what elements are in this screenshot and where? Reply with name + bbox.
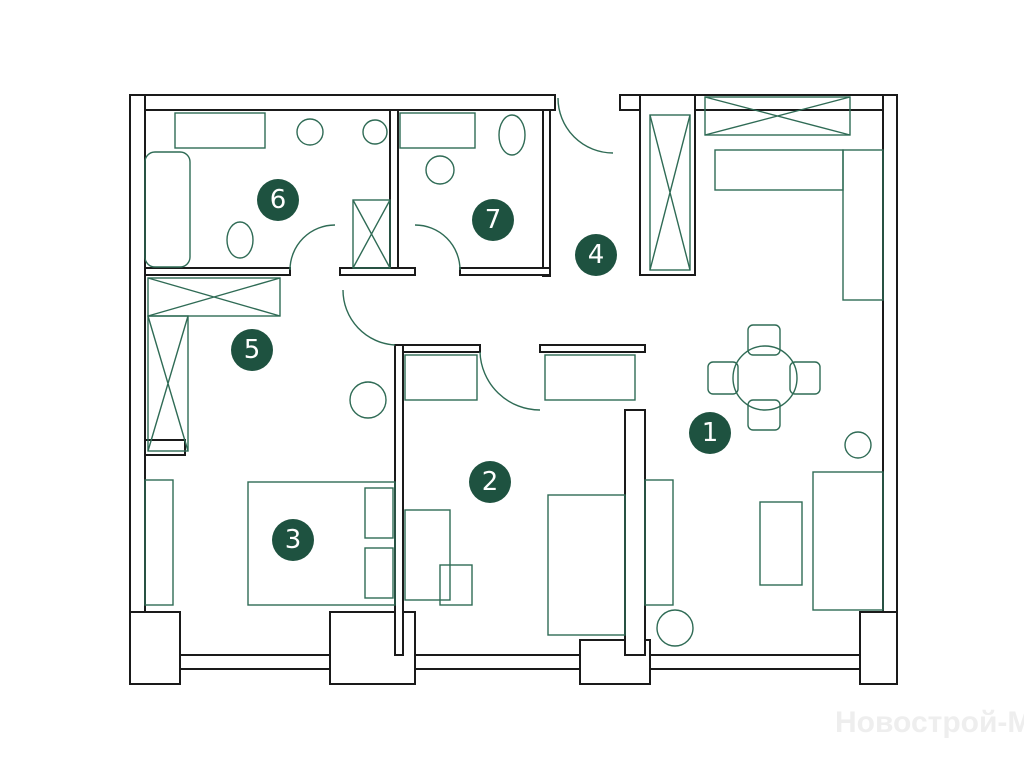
room-number: 5 <box>244 335 261 365</box>
room-badge-4: 4 <box>575 234 617 276</box>
room-badge-3: 3 <box>272 519 314 561</box>
room-number: 3 <box>285 525 302 555</box>
doors <box>289 97 614 411</box>
room-number: 2 <box>482 467 499 497</box>
room-number: 7 <box>485 205 502 235</box>
room-badges: 1 2 3 4 5 6 7 <box>231 179 731 561</box>
room-number: 1 <box>702 418 719 448</box>
walls <box>129 94 898 685</box>
room-badge-2: 2 <box>469 461 511 503</box>
room-number: 6 <box>270 185 287 215</box>
room-number: 4 <box>588 240 605 270</box>
room-badge-6: 6 <box>257 179 299 221</box>
watermark: Новострой-М <box>835 706 1024 739</box>
room-badge-1: 1 <box>689 412 731 454</box>
room-badge-7: 7 <box>472 199 514 241</box>
room-badge-5: 5 <box>231 329 273 371</box>
furniture <box>144 96 884 647</box>
